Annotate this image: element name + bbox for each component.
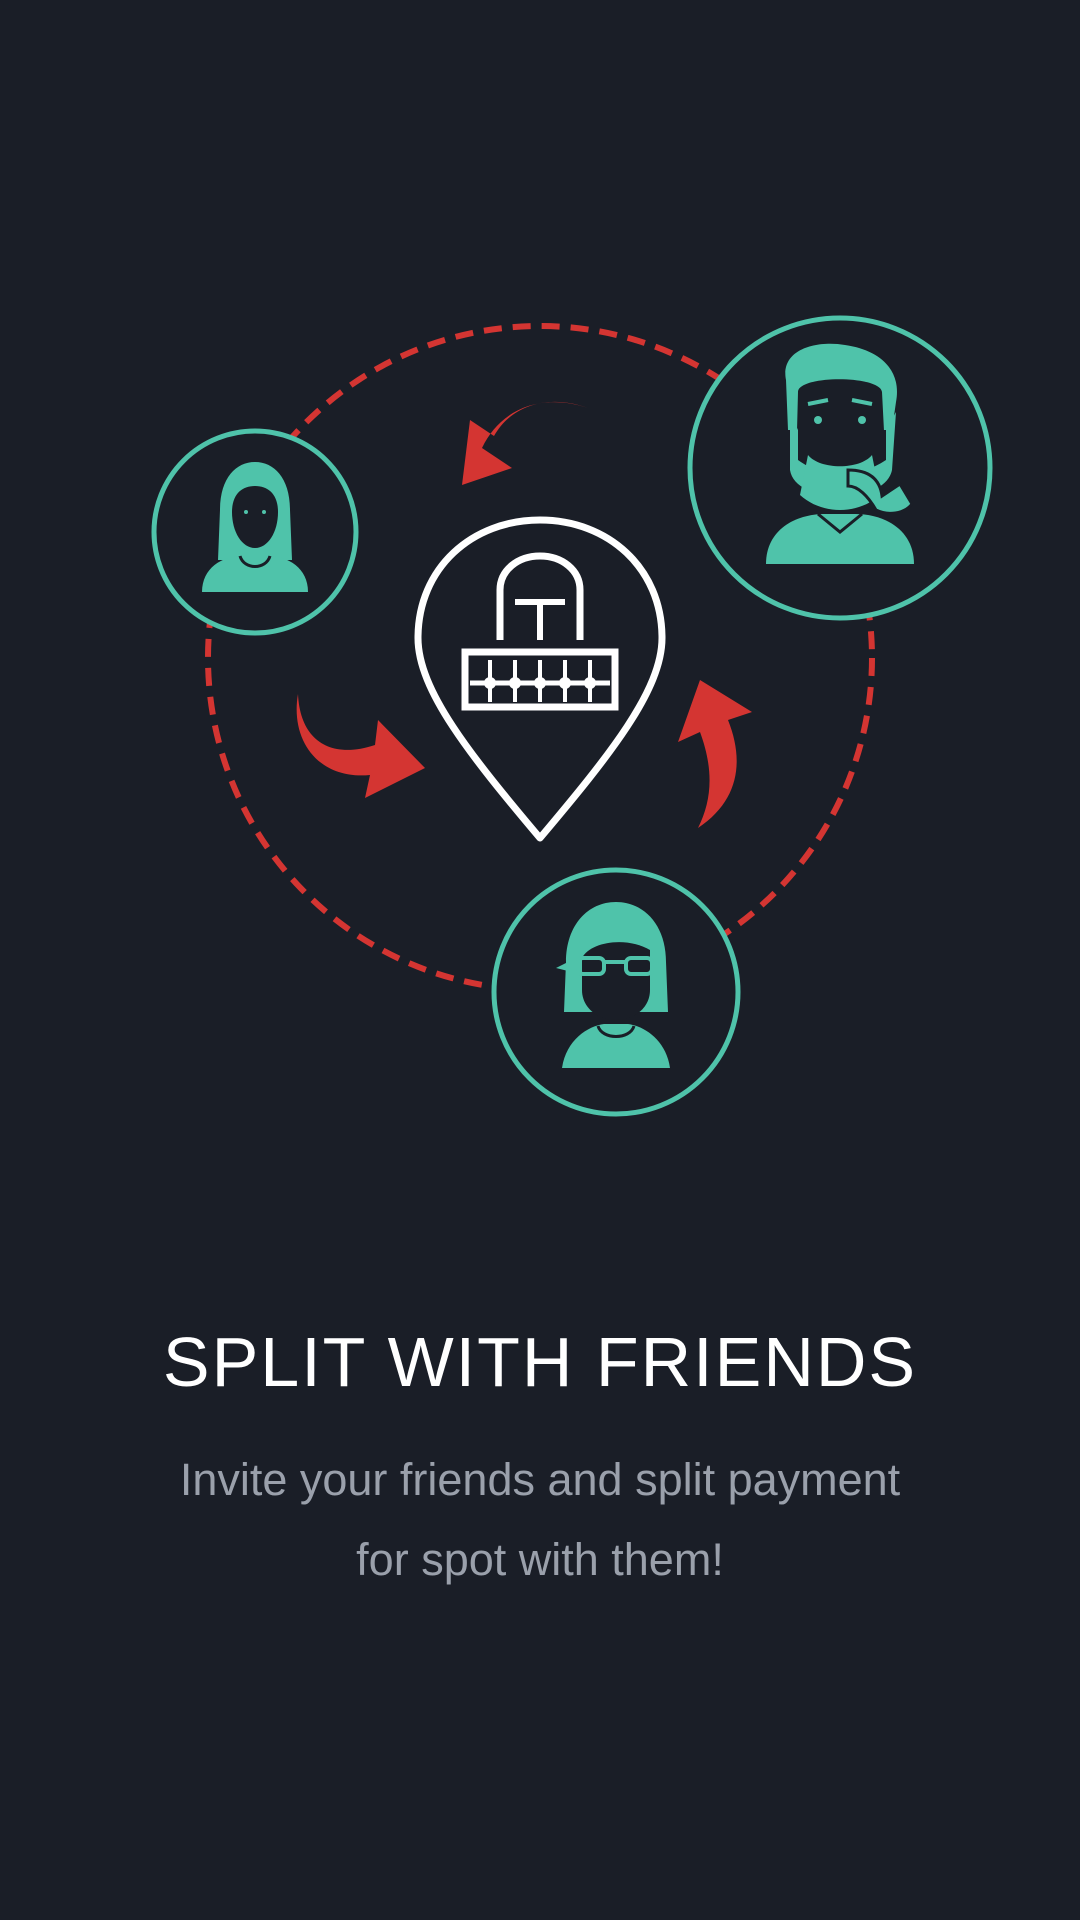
woman-avatar-icon [151,428,359,636]
page-title: SPLIT WITH FRIENDS [162,1323,918,1401]
arrow-icon [462,401,588,485]
arrow-icon [296,694,425,798]
bearded-man-avatar-icon [687,315,993,621]
dashed-connection-circle [205,323,875,993]
page-description: Invite your friends and split payment fo… [120,1440,960,1600]
arrow-icon [678,680,752,828]
description-line-1: Invite your friends and split payment [179,1454,901,1505]
split-illustration [151,315,993,1117]
location-pin-building-icon [414,516,666,842]
woman-glasses-avatar-icon [491,867,741,1117]
description-line-2: for spot with them! [356,1534,724,1585]
